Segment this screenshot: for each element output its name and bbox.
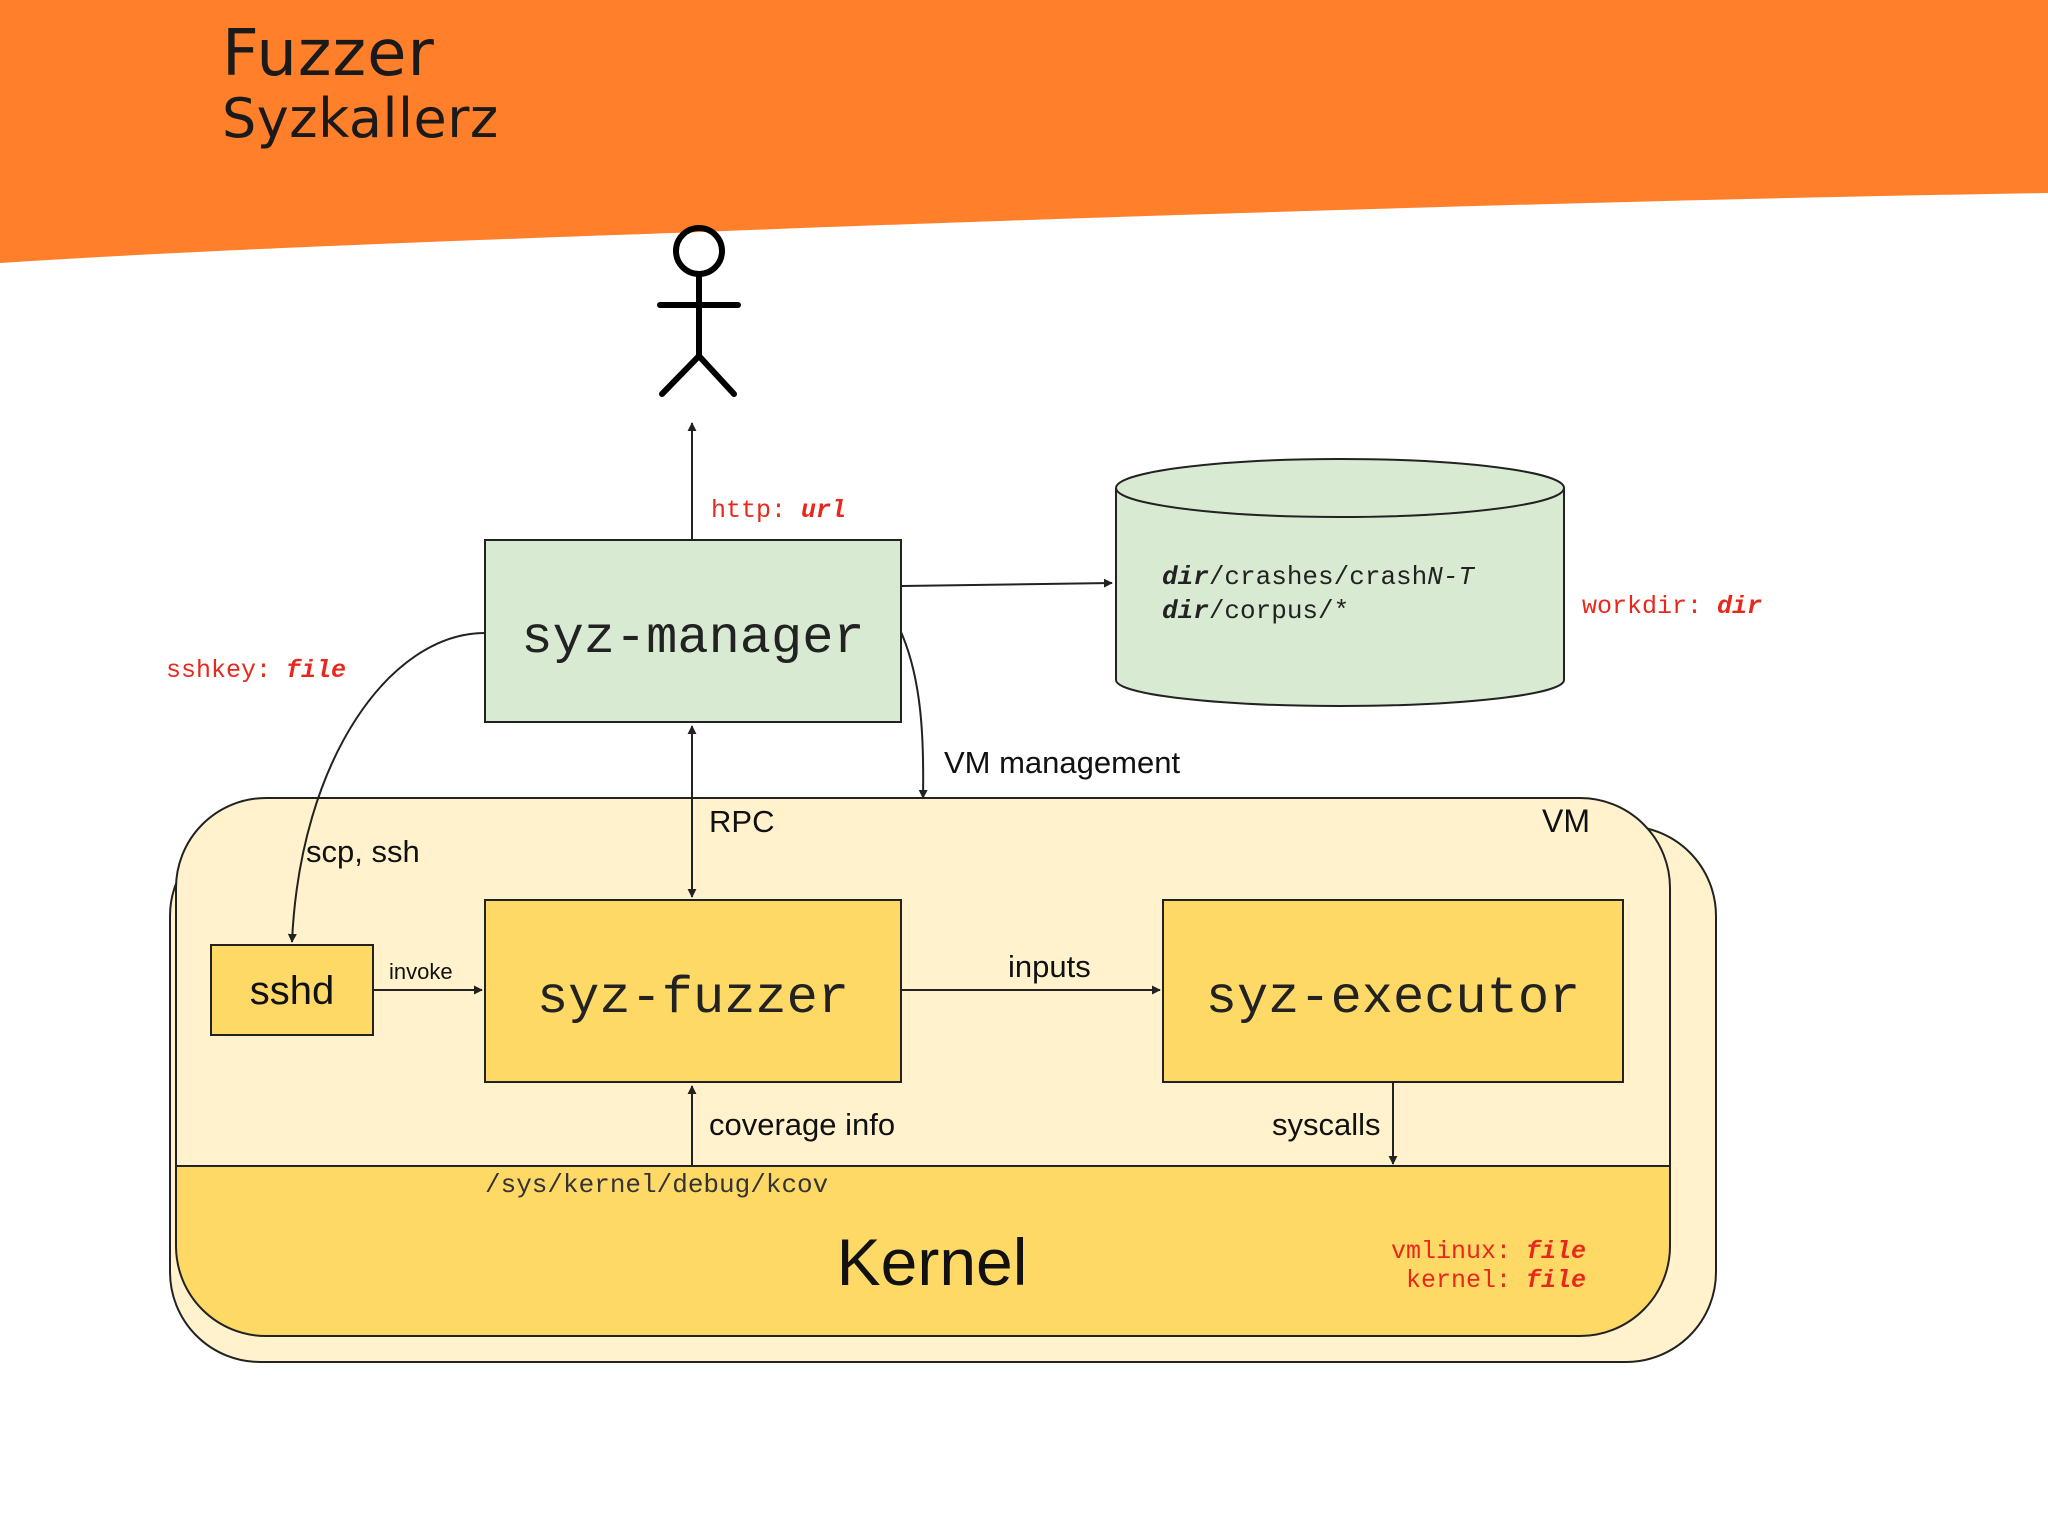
vm-management-arrow (900, 631, 928, 799)
user-stick-figure-icon (657, 225, 741, 397)
slide-subtitle: Syzkallerz (222, 87, 499, 150)
workdir-arrow (901, 578, 1113, 588)
workdir-storage: dir/crashes/crashN-T dir/corpus/* (1115, 458, 1565, 707)
sshd-box (210, 944, 374, 1036)
sshd-label: sshd (250, 969, 335, 1013)
http-label: http: url (711, 496, 846, 525)
syz-executor-box (1162, 899, 1624, 1083)
cylinder-body (1115, 488, 1565, 707)
rpc-label: RPC (709, 804, 774, 839)
scp-ssh-label: scp, ssh (306, 834, 420, 869)
kcov-path: /sys/kernel/debug/kcov (485, 1170, 828, 1200)
syz-manager-label: syz-manager (521, 609, 864, 668)
coverage-label: coverage info (709, 1107, 895, 1142)
syz-fuzzer-box (484, 899, 902, 1083)
workdir-param: workdir: dir (1582, 592, 1762, 621)
syz-manager-box (484, 539, 902, 723)
inputs-label: inputs (1008, 949, 1091, 984)
sshkey-param: sshkey: file (166, 656, 346, 685)
vm-management-label: VM management (944, 745, 1180, 780)
vm-label: VM (1542, 803, 1590, 839)
cylinder-top (1115, 458, 1565, 518)
workdir-crashes-path: dir/crashes/crashN-T (1162, 562, 1475, 592)
syz-fuzzer-label: syz-fuzzer (537, 969, 849, 1028)
vmlinux-param: vmlinux: file (1391, 1237, 1586, 1266)
slide-title: Fuzzer (222, 17, 435, 91)
invoke-label: invoke (389, 959, 453, 984)
kernel-band (175, 1165, 1671, 1337)
scp-ssh-arrow (287, 632, 486, 943)
workdir-corpus-path: dir/corpus/* (1162, 596, 1349, 626)
kernel-param: kernel: file (1406, 1266, 1586, 1295)
kernel-label: Kernel (837, 1225, 1028, 1299)
syscalls-label: syscalls (1272, 1107, 1381, 1142)
header-band (0, 0, 2048, 263)
syz-executor-label: syz-executor (1206, 969, 1580, 1028)
